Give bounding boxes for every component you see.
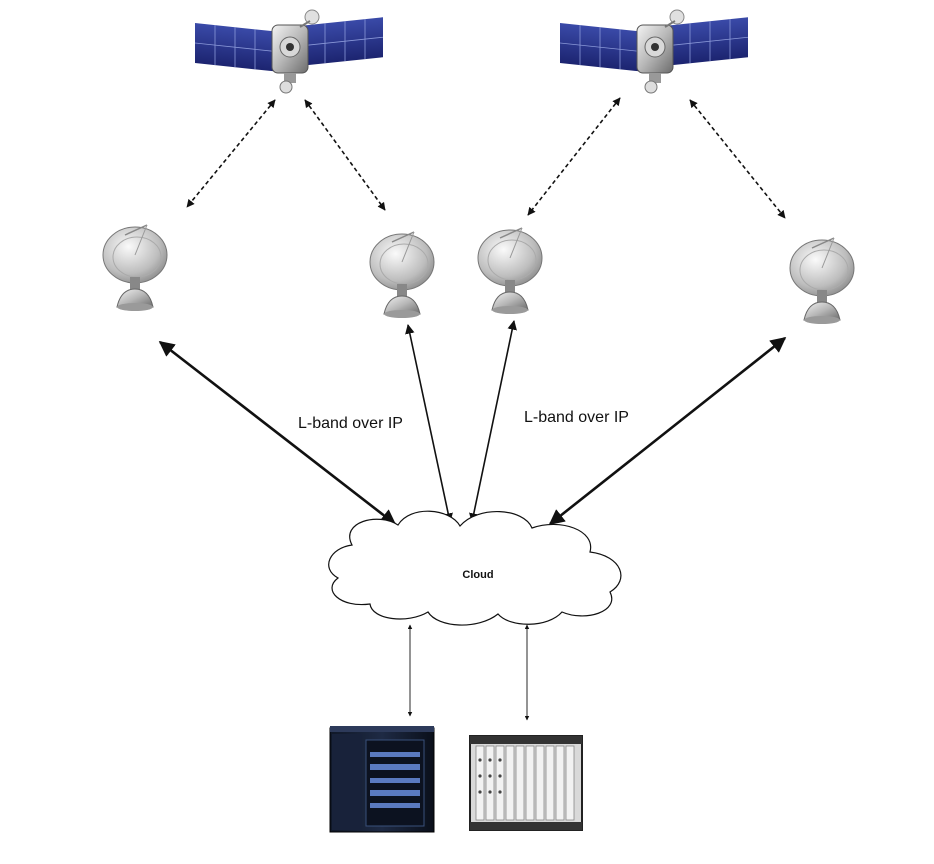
- ip-link-2: [405, 324, 453, 523]
- cloud-label: Cloud: [462, 569, 493, 581]
- satellite-link-2: [304, 99, 386, 211]
- satellite-dish-icon-4: [789, 237, 855, 325]
- ip-link-4: [548, 336, 787, 526]
- satellite-dish-icon-2: [369, 231, 435, 319]
- satellite-link-1: [186, 99, 276, 208]
- equipment-chassis-icon: [469, 735, 583, 831]
- cloud-icon: [328, 510, 622, 626]
- satellite-link-4: [689, 99, 786, 219]
- ip-link-1: [158, 340, 397, 526]
- satellite-dish-icon-3: [477, 227, 543, 315]
- satellite-icon-left: [194, 9, 384, 95]
- satellite-link-3: [527, 97, 621, 216]
- ip-link-3: [469, 320, 517, 523]
- satellite-icon-right: [559, 9, 749, 95]
- link-label-right: L-band over IP: [524, 409, 629, 426]
- satellite-dish-icon-1: [102, 224, 168, 312]
- server-rack-icon: [329, 726, 435, 833]
- link-label-left: L-band over IP: [298, 415, 403, 432]
